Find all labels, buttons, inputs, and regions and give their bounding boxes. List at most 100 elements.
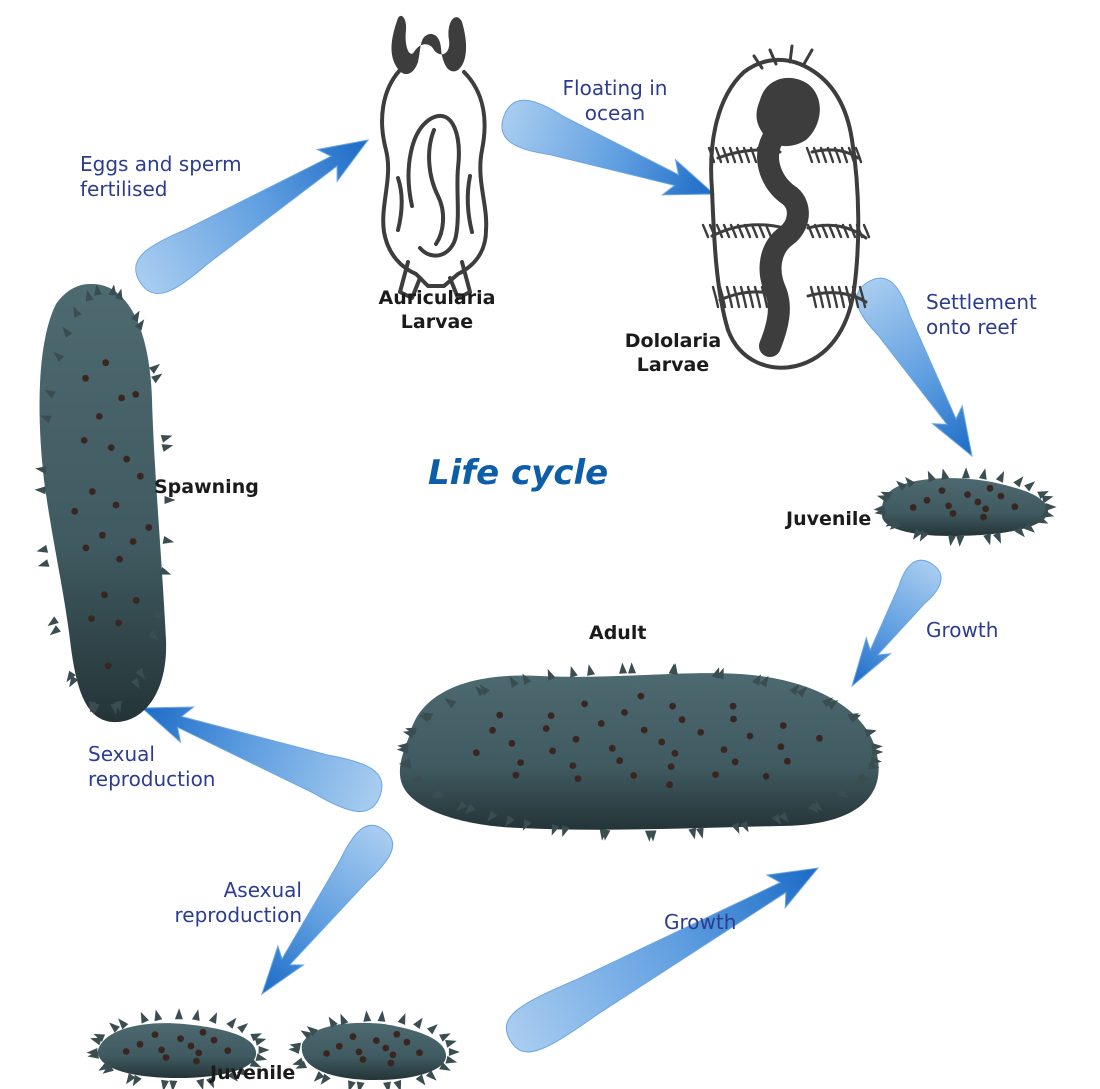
stage-label-auricularia-larvae: Auricularia Larvae [354,287,520,335]
papilla-dot [780,722,787,729]
papilla-dot [950,510,957,517]
papilla-dot [924,497,931,504]
papilla-dot [137,473,144,480]
papilla-dot [393,1031,400,1038]
papilla-dot [101,591,108,598]
juvenile-sea-cucumber-bottom-right [288,1010,460,1089]
papilla-dot [115,620,122,627]
papilla-dot [987,485,994,492]
step-label-settlement-onto-reef: Settlement onto reef [926,290,1037,340]
papilla-dot [224,1047,231,1054]
papilla-dot [116,556,123,563]
arrow-growth-bottom [498,847,829,1061]
papilla-dot [211,1037,218,1044]
auricularia-larva-illustration [382,16,486,298]
papilla-dot [621,709,628,716]
papilla-dot [778,743,785,750]
papilla-dot [669,703,676,710]
papilla-dot [137,1041,144,1048]
papilla-dot [193,1058,200,1065]
papilla-dot [747,733,754,740]
papilla-dot [548,712,555,719]
adult-sea-cucumber [397,662,884,841]
stage-label-adult: Adult [589,622,646,646]
stage-label-juvenile-top: Juvenile [786,508,871,532]
papilla-dot [113,502,120,509]
papilla-dot [83,545,90,552]
papilla-dot [99,532,106,539]
papilla-dot [177,1035,184,1042]
step-label-floating-in-ocean: Floating in ocean [540,76,690,126]
papilla-dot [509,740,516,747]
diagram-title: Life cycle [428,452,608,495]
papilla-dot [975,499,982,506]
papilla-dot [712,771,719,778]
papilla-dot [132,391,139,398]
papilla-dot [89,488,96,495]
papilla-dot [964,491,971,498]
papilla-dot [598,720,605,727]
papilla-dot [81,437,88,444]
papilla-dot [638,693,645,700]
papilla-dot [763,773,770,780]
papilla-dot [496,712,503,719]
step-label-growth-top: Growth [926,618,998,643]
papilla-dot [152,1031,159,1038]
papilla-dot [730,716,737,723]
papilla-dot [200,1029,207,1036]
papilla-dot [123,456,130,463]
papilla-dot [697,729,704,736]
papilla-dot [356,1049,363,1056]
papilla-dot [549,748,556,755]
papilla-dot [118,395,125,402]
spawning-sea-cucumber [35,284,176,722]
papilla-dot [323,1050,330,1057]
papilla-dot [360,1056,367,1063]
papilla-dot [163,1054,170,1061]
papilla-dot [641,727,648,734]
papilla-dot [188,1043,195,1050]
papilla-dot [133,597,140,604]
papilla-dot [730,703,737,710]
papilla-dot [784,758,791,765]
papilla-dot [570,762,577,769]
step-label-asexual-reproduction: Asexual reproduction [160,878,302,928]
dololaria-larva-illustration [703,46,869,368]
papilla-dot [666,781,673,788]
papilla-dot [721,746,728,753]
papilla-dot [158,1047,165,1054]
papilla-dot [980,514,987,521]
step-label-growth-bottom: Growth [664,910,736,935]
papilla-dot [982,506,989,513]
juvenile-sea-cucumber-top [874,467,1057,547]
papilla-dot [939,487,946,494]
papilla-dot [672,750,679,757]
papilla-dot [575,775,582,782]
papilla-dot [145,524,152,531]
step-label-fertilised: Eggs and sperm fertilised [80,152,242,202]
papilla-dot [609,745,616,752]
papilla-dot [388,1060,395,1067]
papilla-dot [108,444,115,451]
papilla-dot [390,1052,397,1059]
papilla-dot [945,503,952,510]
papilla-dot [82,375,89,382]
papilla-dot [668,763,675,770]
papilla-dot [630,772,637,779]
step-label-sexual-reproduction: Sexual reproduction [88,742,215,792]
papilla-dot [350,1033,357,1040]
papilla-dot [1011,503,1018,510]
papilla-dot [543,725,550,732]
papilla-dot [489,727,496,734]
papilla-dot [473,749,480,756]
papilla-dot [71,508,78,515]
papilla-dot [105,662,112,669]
papilla-dot [517,759,524,766]
papilla-dot [88,615,95,622]
papilla-dot [336,1043,343,1050]
papilla-dot [102,359,109,366]
papilla-dot [616,757,623,764]
papilla-dot [382,1045,389,1052]
stage-label-spawning: Spawning [154,476,259,500]
